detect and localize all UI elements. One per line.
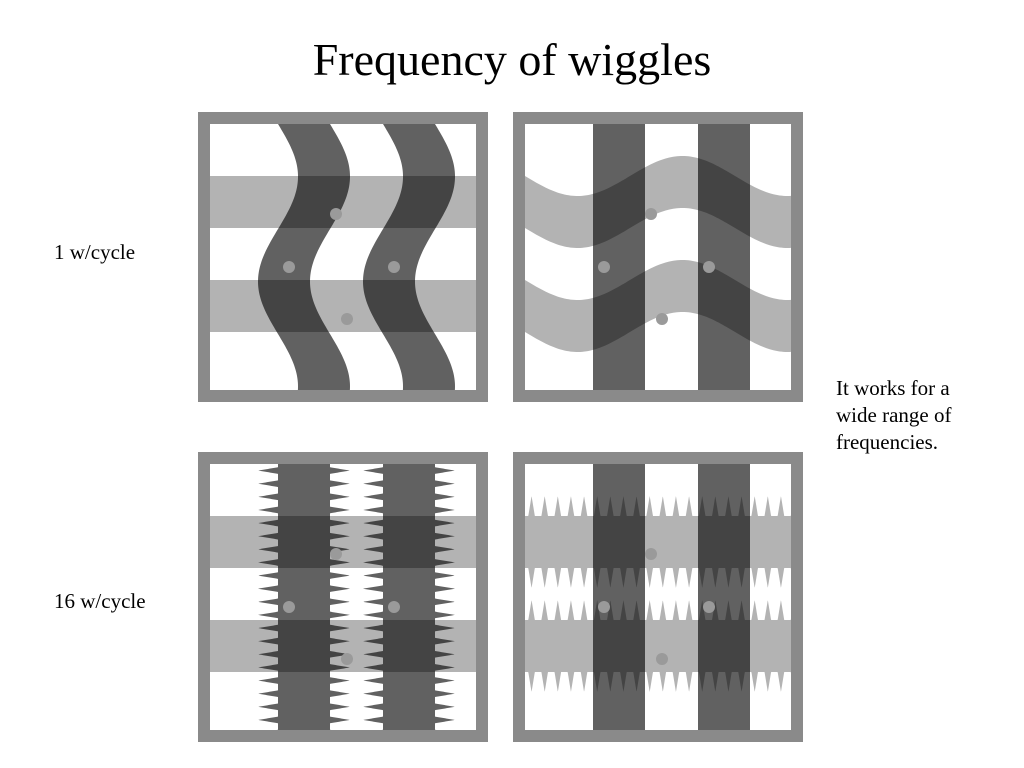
panel-16-wiggles-vertical <box>198 452 488 742</box>
marker-dot-4 <box>656 313 668 325</box>
dark-stripe-2 <box>698 464 750 730</box>
marker-dot-1 <box>645 548 657 560</box>
marker-dot-2 <box>598 601 610 613</box>
side-note-line-3: frequencies. <box>836 430 939 454</box>
dark-stripe-1 <box>593 464 645 730</box>
marker-dot-1 <box>330 208 342 220</box>
marker-dot-3 <box>388 261 400 273</box>
marker-dot-2 <box>283 601 295 613</box>
panel-1-wiggle-vertical <box>198 112 488 402</box>
marker-dot-1 <box>645 208 657 220</box>
marker-dot-3 <box>388 601 400 613</box>
dark-stripe-1 <box>258 464 350 730</box>
slide-title: Frequency of wiggles <box>312 34 712 85</box>
dark-stripe-1 <box>258 124 350 390</box>
panel-background <box>210 464 476 730</box>
panel-16-wiggles-horizontal <box>513 452 803 742</box>
panel-background <box>525 464 791 730</box>
dark-stripe-1 <box>593 124 645 390</box>
side-note: It works for a wide range of frequencies… <box>836 375 1016 456</box>
panel-1-wiggle-horizontal <box>513 112 803 402</box>
marker-dot-2 <box>598 261 610 273</box>
side-note-line-2: wide range of <box>836 403 952 427</box>
marker-dot-4 <box>341 313 353 325</box>
marker-dot-3 <box>703 261 715 273</box>
dark-stripe-2 <box>698 124 750 390</box>
marker-dot-4 <box>656 653 668 665</box>
marker-dot-3 <box>703 601 715 613</box>
row-label-1-wiggle: 1 w/cycle <box>54 240 136 264</box>
dark-stripe-2 <box>363 124 455 390</box>
light-stripe-2 <box>210 280 476 332</box>
marker-dot-2 <box>283 261 295 273</box>
row-label-16-wiggles: 16 w/cycle <box>54 589 146 613</box>
marker-dot-4 <box>341 653 353 665</box>
marker-dot-1 <box>330 548 342 560</box>
side-note-line-1: It works for a <box>836 376 950 400</box>
dark-stripe-2 <box>363 464 455 730</box>
